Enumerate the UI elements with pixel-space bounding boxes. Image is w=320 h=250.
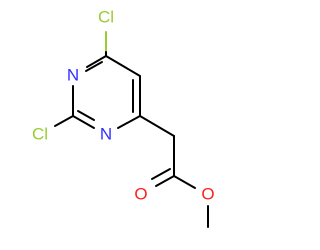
atom-cl-top: Cl (98, 7, 114, 26)
bond-c2-cl (54, 115, 74, 127)
bond-c6-c5 (105, 55, 141, 77)
bond-c4-ch2 (139, 115, 175, 137)
bond-c6-n1 (86, 55, 107, 68)
atom-cl-left: Cl (32, 124, 48, 143)
atom-o-ester: O (201, 184, 214, 203)
bond-c-o-ester (173, 175, 196, 189)
atom-labels: Cl N Cl N O O (32, 7, 215, 203)
bond-n3-c4 (117, 115, 141, 129)
bond-c6-n1-inner (85, 61, 103, 72)
bond-c-o-double (155, 175, 175, 187)
bond-c2-n3-inner (77, 110, 95, 121)
molecular-structure: Cl N Cl N O O (32, 7, 215, 228)
bond-c-o-double-inner (151, 168, 171, 180)
atom-n-lower: N (100, 124, 112, 143)
atom-o-carbonyl: O (134, 184, 147, 203)
atom-n-upper: N (67, 65, 79, 84)
bonds (54, 31, 209, 228)
bond-c2-n3 (72, 115, 95, 129)
